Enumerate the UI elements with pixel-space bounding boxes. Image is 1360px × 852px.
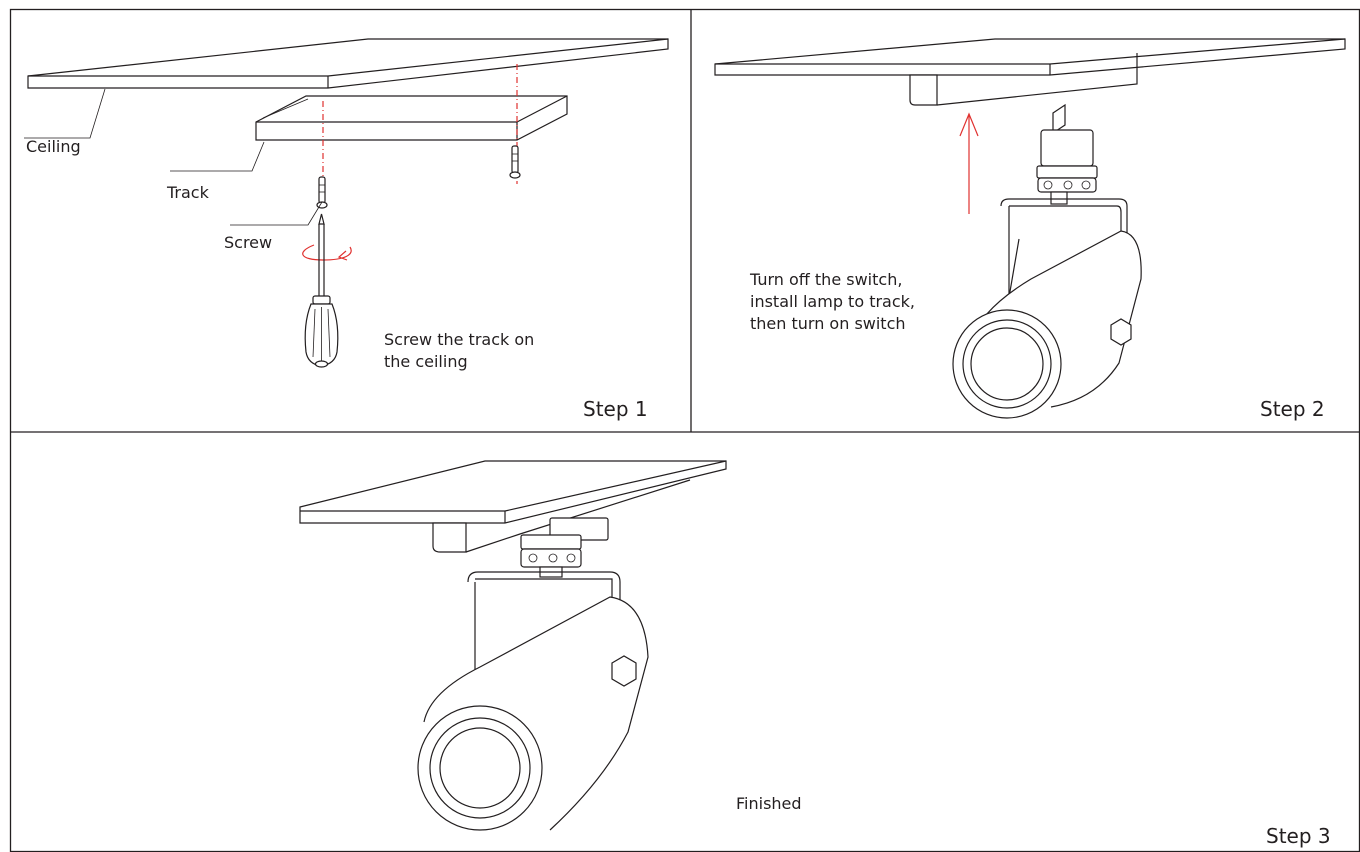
track-label: Track [167, 183, 209, 202]
step-1-label: Step 1 [583, 397, 648, 421]
track-lamp [952, 103, 1142, 419]
screw-label: Screw [224, 233, 273, 252]
step-3-illustration [299, 460, 727, 831]
step-3-panel: Finished Step 3 [10, 432, 1360, 852]
rotation-arrow-icon [302, 244, 352, 261]
screwdriver [304, 213, 339, 368]
step-2-panel: Turn off the switch, install lamp to tra… [691, 9, 1360, 432]
step-1-instruction: Screw the track on the ceiling [384, 330, 535, 371]
ceiling-leader [24, 88, 106, 139]
step-2-label: Step 2 [1260, 397, 1325, 421]
track-rail [909, 53, 1138, 106]
ceiling-slab [714, 38, 1346, 76]
step-1-illustration [24, 38, 669, 368]
track-rail [432, 479, 691, 553]
step-2-instruction: Turn off the switch, install lamp to tra… [750, 270, 916, 333]
track-rail [255, 95, 568, 141]
up-arrow-icon [959, 112, 979, 214]
ceiling-label: Ceiling [26, 137, 81, 156]
screw-left [316, 176, 328, 209]
ceiling-slab [299, 460, 727, 524]
track-leader [170, 141, 265, 172]
track-lamp [417, 517, 649, 831]
step-3-instruction: Finished [736, 794, 802, 813]
step-3-label: Step 3 [1266, 824, 1331, 848]
screw-right [509, 145, 521, 179]
step-2-illustration [714, 38, 1346, 419]
step-1-panel: Ceiling Track Screw Screw the track on t… [10, 9, 691, 432]
screw-leader [230, 201, 323, 226]
ceiling-slab [27, 38, 669, 89]
